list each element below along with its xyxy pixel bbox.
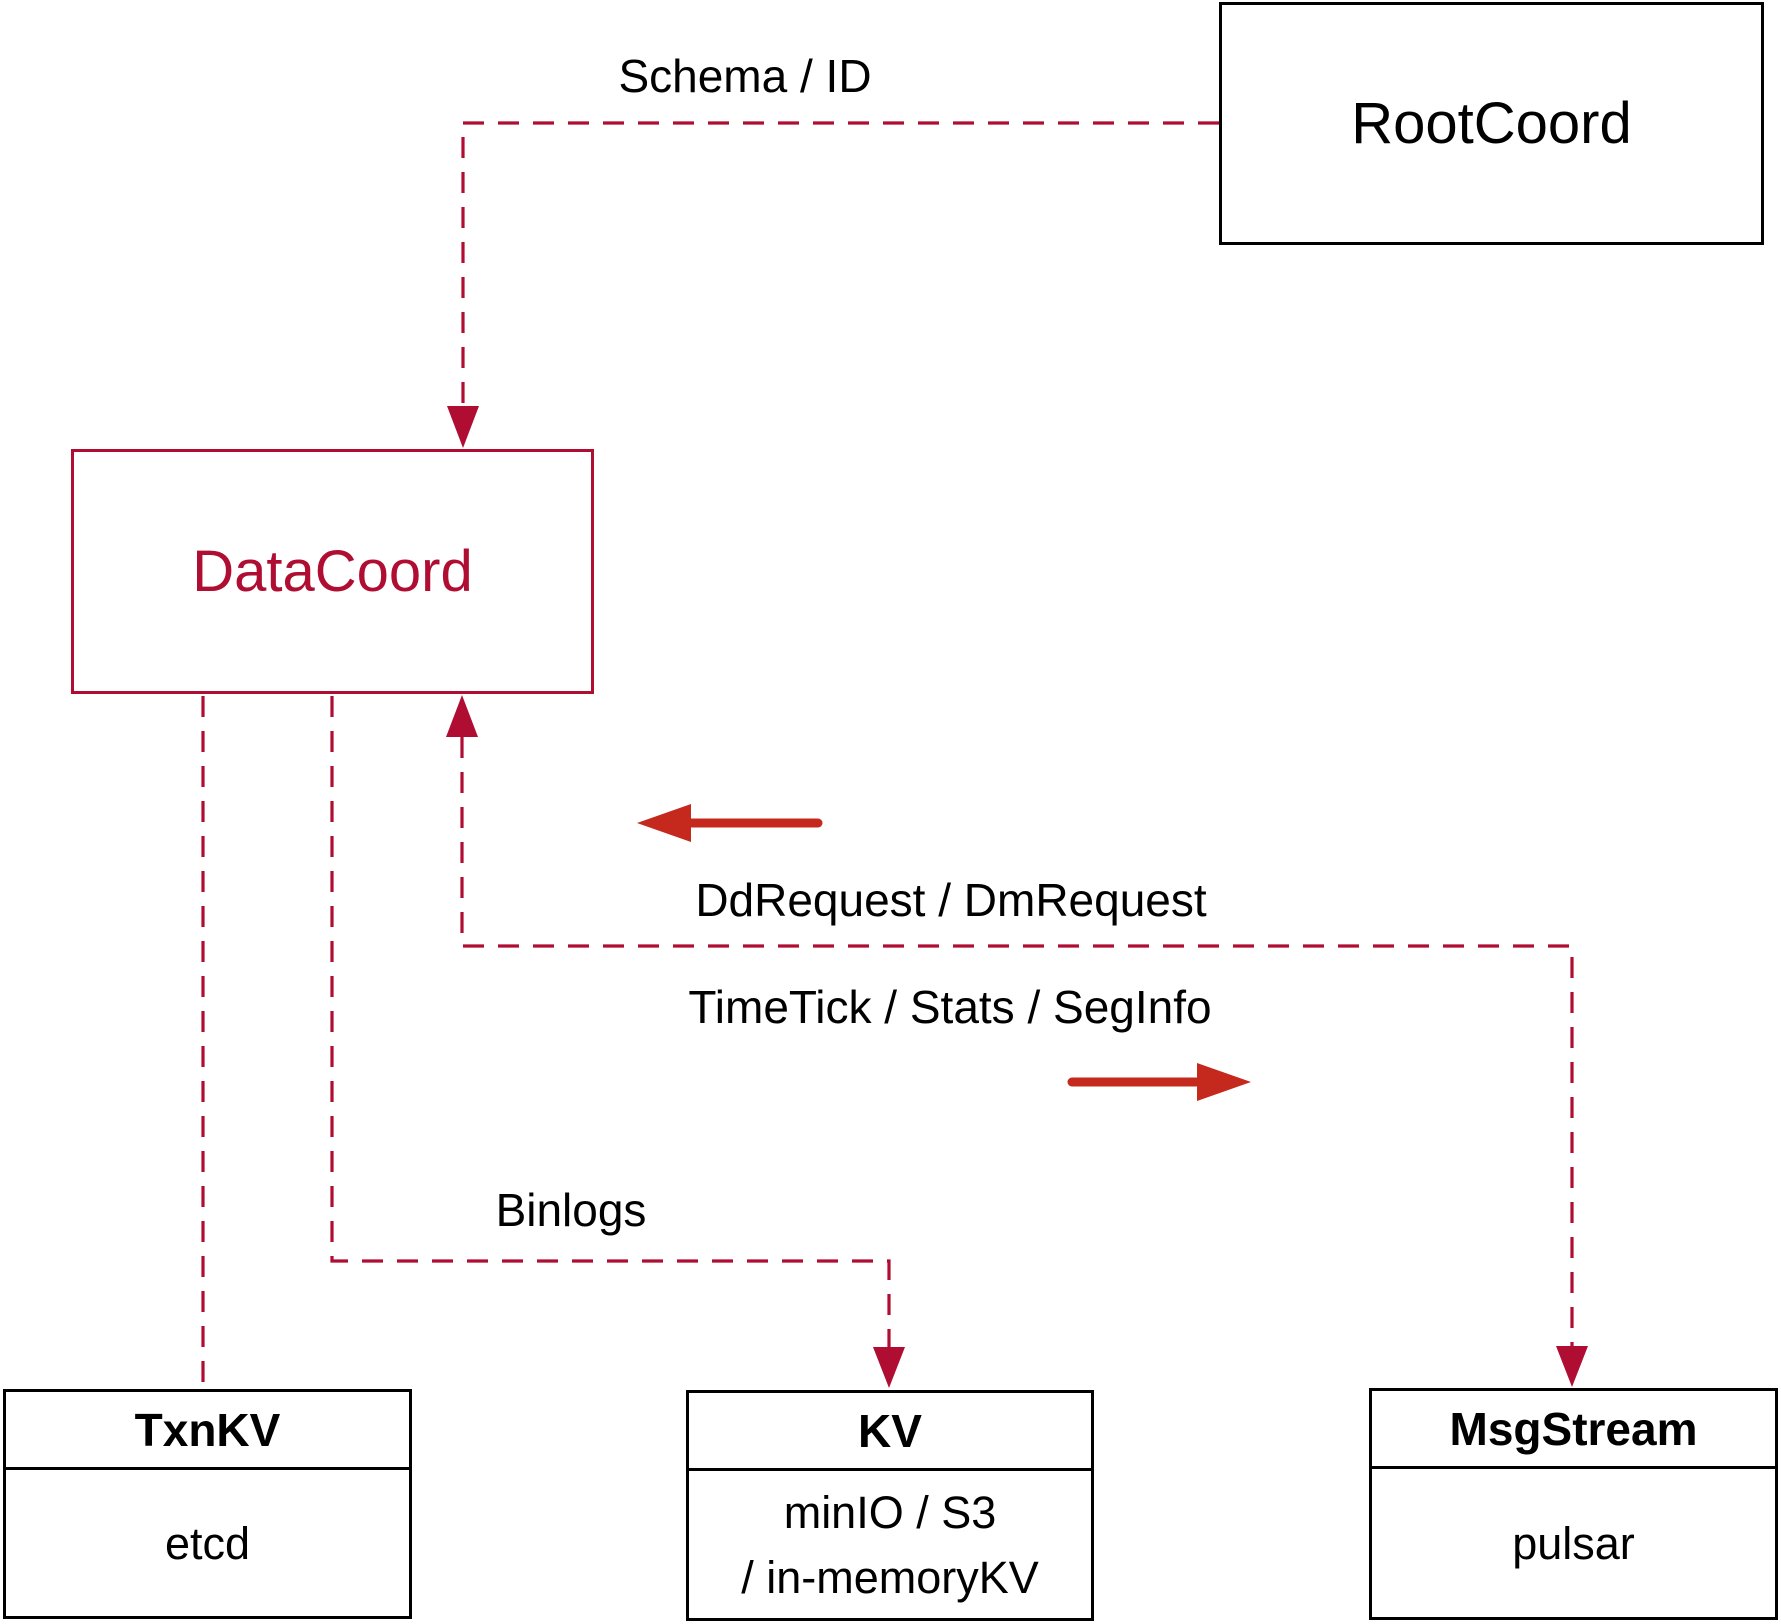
msgstream-node: MsgStream pulsar — [1369, 1388, 1778, 1620]
arrowhead-into-kv-top-icon — [873, 1347, 905, 1388]
arrowhead-into-datacoord-top-icon — [447, 406, 479, 448]
arrowhead-into-msgstream-top-icon — [1556, 1346, 1588, 1387]
txnkv-title: TxnKV — [6, 1392, 409, 1470]
kv-body-line2: / in-memoryKV — [741, 1551, 1039, 1603]
kv-title: KV — [689, 1393, 1091, 1471]
txnkv-body: etcd — [6, 1470, 409, 1616]
datacoord-node: DataCoord — [71, 449, 594, 694]
ddrequest-dmrequest-label: DdRequest / DmRequest — [695, 874, 1207, 926]
edge-schema-id — [461, 121, 1219, 406]
edge-datacoord-msgstream — [460, 737, 1574, 1346]
rootcoord-label: RootCoord — [1351, 91, 1632, 156]
msgstream-body-text: pulsar — [1512, 1517, 1635, 1569]
schema-id-label: Schema / ID — [618, 50, 872, 102]
rootcoord-node: RootCoord — [1219, 2, 1764, 245]
txnkv-body-text: etcd — [164, 1517, 251, 1569]
msgstream-body: pulsar — [1372, 1469, 1775, 1617]
edge-binlogs — [330, 696, 891, 1347]
datacoord-label: DataCoord — [192, 539, 473, 604]
right-direction-arrow-icon — [1197, 1063, 1251, 1101]
kv-body: minIO / S3 / in-memoryKV — [689, 1471, 1091, 1618]
left-direction-arrow-icon — [637, 804, 691, 842]
arrowhead-into-datacoord-bottom-icon — [446, 695, 478, 737]
kv-node: KV minIO / S3 / in-memoryKV — [686, 1390, 1094, 1621]
msgstream-title: MsgStream — [1372, 1391, 1775, 1469]
kv-body-line1: minIO / S3 — [783, 1486, 997, 1538]
txnkv-node: TxnKV etcd — [3, 1389, 412, 1619]
timetick-stats-seginfo-label: TimeTick / Stats / SegInfo — [688, 981, 1212, 1033]
binlogs-label: Binlogs — [495, 1184, 647, 1236]
